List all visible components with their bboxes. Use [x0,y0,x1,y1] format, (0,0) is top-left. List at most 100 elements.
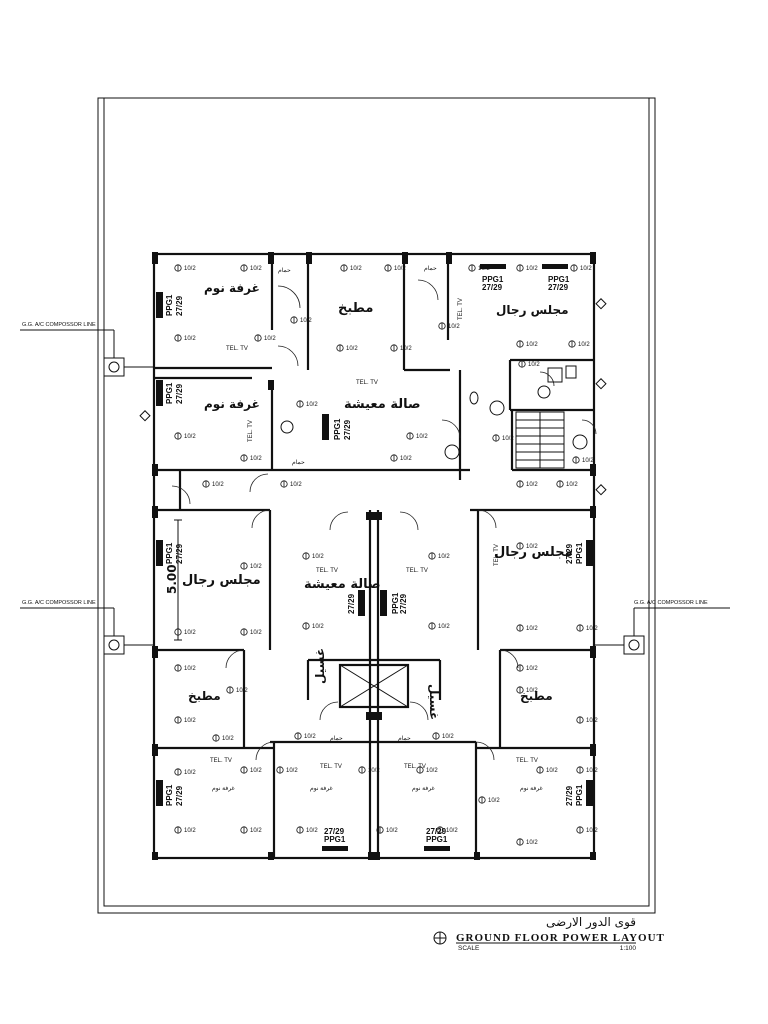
socket-circuit-label: 10/2 [526,840,538,846]
ppg-label: PPG1 [165,542,174,564]
socket-circuit-label: 10/2 [290,482,302,488]
room-bedroom-low-3: غرفة نوم [412,785,435,792]
tel-tv-label: TEL. TV [320,764,342,770]
ppg-circuit: 27/29 [399,593,408,614]
socket-circuit-label: 10/2 [250,564,262,570]
tel-tv-label: TEL. TV [406,568,428,574]
dimension-marker: 5.00 [165,519,182,641]
ppg-circuit: 27/29 [324,827,345,836]
ppg-circuit: 27/29 [347,593,356,614]
ppg-label: PPG1 [391,592,400,614]
socket-circuit-label: 10/2 [448,324,460,330]
ppg-label: PPG1 [165,784,174,806]
socket-circuit-label: 10/2 [394,266,406,272]
sheet-frame [97,97,656,914]
socket-circuit-label: 10/2 [250,266,262,272]
socket-circuit-label: 10/2 [250,828,262,834]
socket-circuit-label: 10/2 [350,266,362,272]
ppg-label: PPG1 [548,275,570,284]
tel-tv-label: TEL. TV [458,298,464,320]
socket-circuit-label: 10/2 [184,434,196,440]
interior-walls [154,254,594,858]
ppg-label: PPG1 [575,784,584,806]
tel-tv-label: TEL. TV [516,758,538,764]
ppg-labels: PPG1 27/29 PPG1 27/29 PPG1 27/29 PPG1 27… [165,275,584,844]
room-bath-top-2: حمام [424,265,437,272]
socket-circuit-label: 10/2 [578,342,590,348]
ac-note-left-upper: G.G. A/C COMPOSSOR LINE [22,322,96,328]
staircase [515,411,565,469]
socket-circuit-label: 10/2 [250,456,262,462]
ppg-label: PPG1 [482,275,504,284]
sanitary-fixtures [280,365,588,460]
socket-circuit-label: 10/2 [264,336,276,342]
ppg-panels [156,264,593,851]
socket-circuit-label: 10/2 [526,266,538,272]
socket-circuit-label: 10/2 [416,434,428,440]
room-bath-mid-1: حمام [292,459,305,466]
socket-circuit-label: 10/2 [300,318,312,324]
socket-circuit-label: 10/2 [426,768,438,774]
socket-circuit-label: 10/2 [250,768,262,774]
socket-circuit-label: 10/2 [528,362,540,368]
room-laundry-2: غسيل [427,684,441,720]
socket-circuit-label: 10/2 [438,554,450,560]
socket-circuit-label: 10/2 [566,482,578,488]
socket-circuit-label: 10/2 [306,402,318,408]
title-english: GROUND FLOOR POWER LAYOUT [456,932,665,944]
socket-circuit-label: 10/2 [580,266,592,272]
ppg-label: PPG1 [426,835,448,844]
socket-circuit-label: 10/2 [184,630,196,636]
socket-circuit-label: 10/2 [586,828,598,834]
ppg-circuit: 27/29 [175,543,184,564]
room-guest-bedroom-1: غرفة نوم [204,281,260,296]
socket-circuit-label: 10/2 [526,544,538,550]
socket-circuit-label: 10/2 [586,768,598,774]
socket-circuit-label: 10/2 [346,346,358,352]
room-men-majlis-3: مجلس رجال [494,545,573,560]
ppg-label: PPG1 [575,542,584,564]
ppg-label: PPG1 [165,294,174,316]
room-guest-bedroom-2: غرفة نوم [204,397,260,412]
socket-circuit-label: 10/2 [184,828,196,834]
tel-tv-label: TEL. TV [316,568,338,574]
socket-circuit-label: 10/2 [386,828,398,834]
socket-circuit-label: 10/2 [184,336,196,342]
dimension-label: 5.00 [165,564,179,594]
ppg-circuit: 27/29 [565,785,574,806]
room-kitchen-3: مطبخ [520,689,553,703]
room-kitchen-2: مطبخ [188,689,221,703]
room-men-majlis-1: مجلس رجال [496,303,569,317]
socket-circuit-label: 10/2 [222,736,234,742]
socket-circuit-label: 10/2 [438,624,450,630]
scale-value: 1:100 [620,945,637,952]
ppg-circuit: 27/29 [175,383,184,404]
socket-circuit-label: 10/2 [400,346,412,352]
socket-circuit-label: 10/2 [400,456,412,462]
socket-circuit-label: 10/2 [526,666,538,672]
ppg-circuit: 27/29 [565,543,574,564]
room-men-majlis-2: مجلس رجال [182,573,261,588]
room-labels: غرفة نوم مطبخ حمام حمام مجلس رجال غرفة ن… [182,265,573,792]
room-bedroom-low-4: غرفة نوم [520,785,543,792]
room-bath-low-2: حمام [398,735,411,742]
socket-circuit-label: 10/2 [586,626,598,632]
room-living-1: صالة معيشة [344,397,421,412]
room-bath-low-1: حمام [330,735,343,742]
socket-circuit-label: 10/2 [236,688,248,694]
socket-circuit-label: 10/2 [478,266,490,272]
ppg-label: PPG1 [165,382,174,404]
socket-circuit-label: 10/2 [582,458,594,464]
socket-circuit-label: 10/2 [312,624,324,630]
scale-label: SCALE [458,945,480,952]
ppg-circuit: 27/29 [548,283,569,292]
ppg-label: PPG1 [324,835,346,844]
ac-compressor-units [20,329,730,655]
tel-tv-label: TEL. TV [356,380,378,386]
socket-labels: 10/2 10/2 10/2 10/2 10/2 10/2 10/2 10/2 10/2 10/2… [184,266,598,846]
tel-tv-label: TEL. TV [494,544,500,566]
socket-circuit-label: 10/2 [526,482,538,488]
socket-circuit-label: 10/2 [304,734,316,740]
door-swings [171,279,597,761]
lift-shaft [339,664,409,708]
